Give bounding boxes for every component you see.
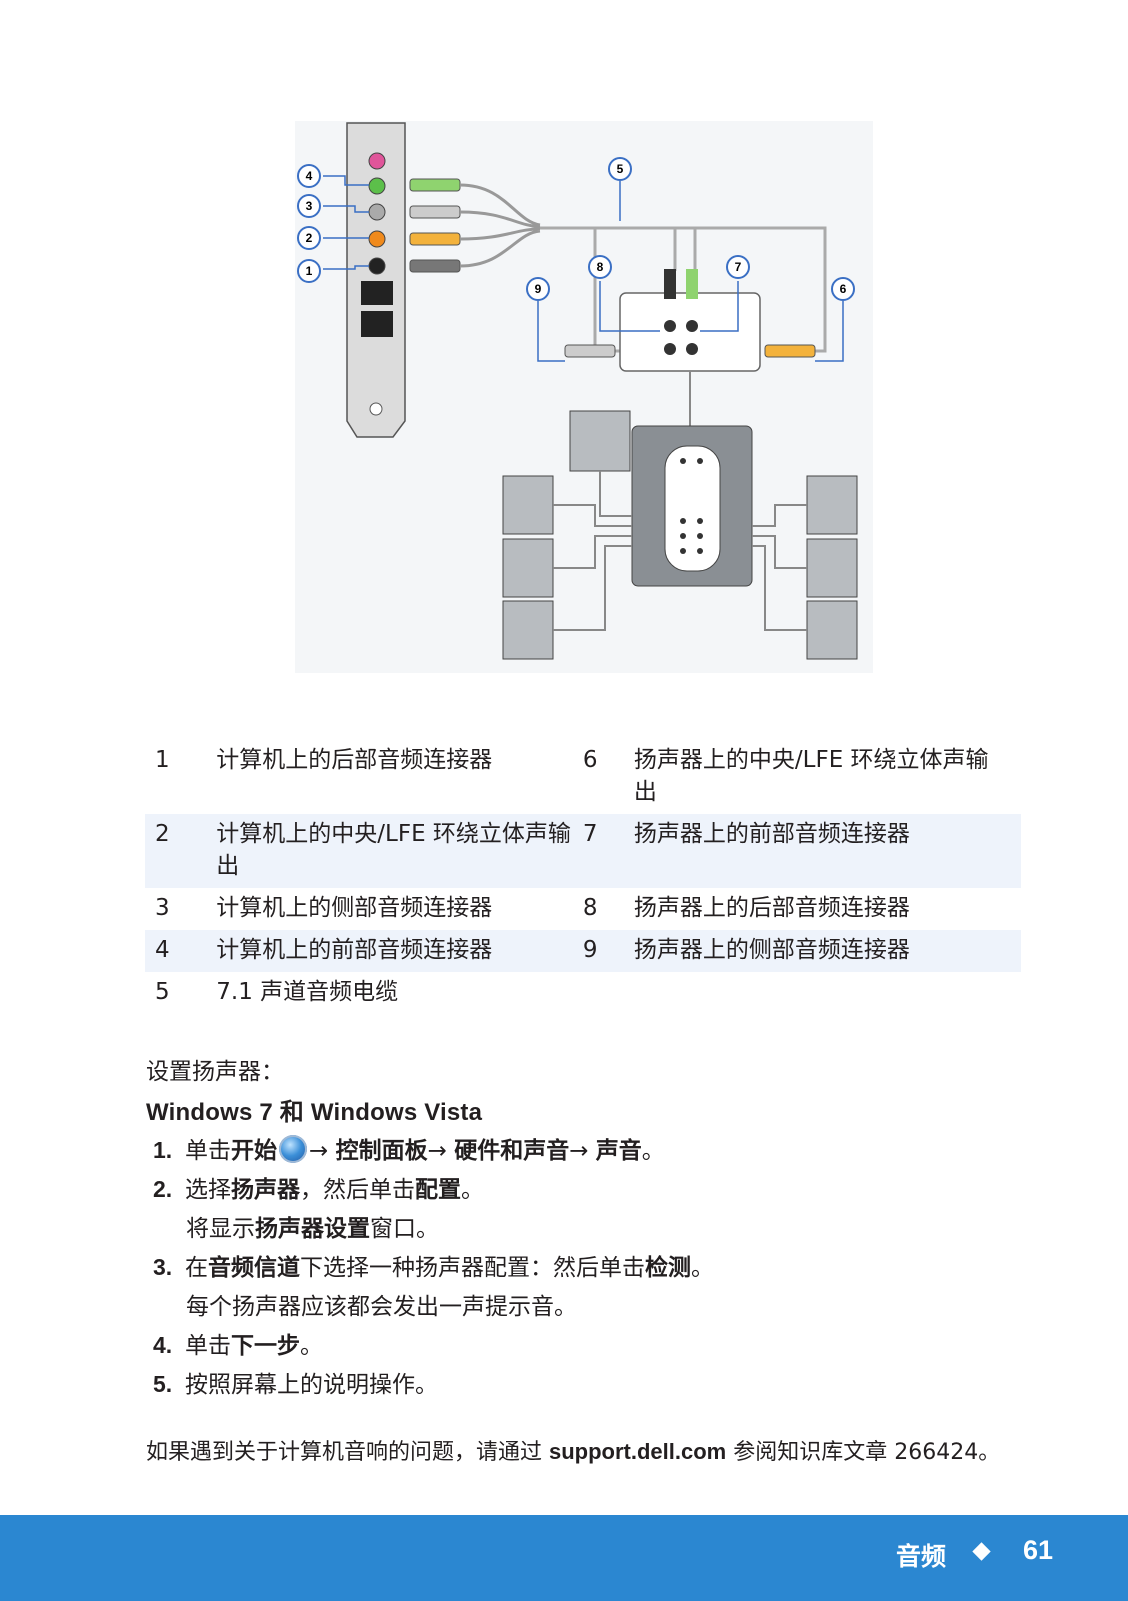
support-link[interactable]: support.dell.com [549, 1439, 727, 1464]
legend-text: 扬声器上的前部音频连接器 [633, 814, 1021, 888]
legend-row: 1 计算机上的后部音频连接器 6 扬声器上的中央/LFE 环绕立体声输出 [145, 740, 1021, 814]
legend-text: 扬声器上的后部音频连接器 [633, 895, 910, 921]
svg-text:6: 6 [840, 282, 847, 296]
hardware-sound-label: 硬件和声音 [454, 1138, 570, 1164]
page-footer: 音频 61 [0, 1515, 1128, 1601]
control-panel-label: 控制面板 [335, 1138, 428, 1164]
svg-text:9: 9 [535, 282, 542, 296]
legend-text: 计算机上的后部音频连接器 [216, 747, 493, 773]
legend-text: 扬声器上的侧部音频连接器 [633, 930, 1021, 972]
step-number: 4. [153, 1332, 173, 1358]
callout-2: 2 [297, 226, 321, 250]
speaker-setup-label: 扬声器设置 [255, 1216, 370, 1242]
step-3-detail: 每个扬声器应该都会发出一声提示音。 [186, 1294, 577, 1320]
legend-number: 5 [155, 979, 170, 1005]
step-2: 2.选择扬声器，然后单击配置。 [153, 1176, 484, 1203]
audio-channels-label: 音频信道 [208, 1255, 300, 1281]
legend-row: 4 计算机上的前部音频连接器 9 扬声器上的侧部音频连接器 [145, 930, 1021, 972]
callout-9: 9 [526, 277, 550, 301]
legend-number: 4 [145, 930, 217, 972]
next-label: 下一步 [231, 1333, 300, 1359]
page-number: 61 [1023, 1535, 1054, 1565]
support-note: 如果遇到关于计算机音响的问题，请通过 support.dell.com 参阅知识… [146, 1439, 1001, 1465]
legend-number: 7 [578, 814, 634, 888]
legend-text: 计算机上的侧部音频连接器 [216, 895, 493, 921]
step-3: 3.在音频信道下选择一种扬声器配置：然后单击检测。 [153, 1254, 714, 1281]
svg-text:5: 5 [617, 162, 624, 176]
step-4: 4.单击下一步。 [153, 1332, 323, 1359]
callout-7: 7 [726, 255, 750, 279]
step-1: 1.单击开始→ 控制面板→ 硬件和声音→ 声音。 [153, 1135, 665, 1164]
legend-number: 3 [155, 895, 170, 921]
callout-3: 3 [297, 194, 321, 218]
diamond-icon [972, 1542, 991, 1561]
legend-number: 1 [155, 747, 170, 773]
svg-text:2: 2 [306, 231, 313, 245]
legend-row: 2 计算机上的中央/LFE 环绕立体声输出 7 扬声器上的前部音频连接器 [145, 814, 1021, 888]
step-2-detail: 将显示扬声器设置窗口。 [186, 1216, 439, 1242]
legend-number: 8 [582, 895, 598, 921]
legend-number [579, 972, 634, 1014]
step-number: 1. [153, 1137, 173, 1163]
section-label: 音频 [896, 1542, 947, 1571]
svg-text:8: 8 [597, 260, 604, 274]
step-number: 3. [153, 1254, 173, 1280]
callout-6: 6 [831, 277, 855, 301]
callout-1: 1 [297, 259, 321, 283]
legend-number: 6 [582, 747, 598, 773]
test-label: 检测 [645, 1255, 691, 1281]
legend-table: 1 计算机上的后部音频连接器 6 扬声器上的中央/LFE 环绕立体声输出 2 计… [145, 740, 1021, 1014]
legend-text [634, 972, 1021, 1014]
legend-row: 3 计算机上的侧部音频连接器 8 扬声器上的后部音频连接器 [145, 888, 1021, 930]
legend-text: 计算机上的前部音频连接器 [216, 930, 579, 972]
sound-label: 声音 [595, 1138, 642, 1164]
legend-number: 9 [578, 930, 634, 972]
configure-label: 配置 [415, 1177, 461, 1203]
legend-text: 7.1 声道音频电缆 [216, 979, 399, 1005]
intro-text: 设置扬声器： [146, 1059, 284, 1085]
callout-8: 8 [588, 255, 612, 279]
step-number: 5. [153, 1371, 173, 1397]
svg-text:4: 4 [306, 169, 313, 183]
step-number: 2. [153, 1176, 173, 1202]
callout-4: 4 [297, 164, 321, 188]
callout-5: 5 [608, 157, 632, 181]
legend-text: 计算机上的中央/LFE 环绕立体声输出 [216, 814, 579, 888]
speaker-connection-diagram: 4 3 2 1 5 8 7 9 6 [295, 121, 873, 673]
svg-text:3: 3 [306, 199, 313, 213]
speakers-label: 扬声器 [231, 1177, 300, 1203]
legend-number: 2 [145, 814, 217, 888]
start-label: 开始 [231, 1138, 277, 1164]
step-5: 5.按照屏幕上的说明操作。 [153, 1371, 438, 1398]
windows-start-icon [279, 1135, 307, 1163]
svg-text:1: 1 [306, 264, 313, 278]
section-heading: Windows 7 和 Windows Vista [146, 1099, 483, 1126]
legend-row: 5 7.1 声道音频电缆 [145, 972, 1021, 1014]
legend-text: 扬声器上的中央/LFE 环绕立体声输出 [633, 747, 989, 805]
svg-text:7: 7 [735, 260, 742, 274]
